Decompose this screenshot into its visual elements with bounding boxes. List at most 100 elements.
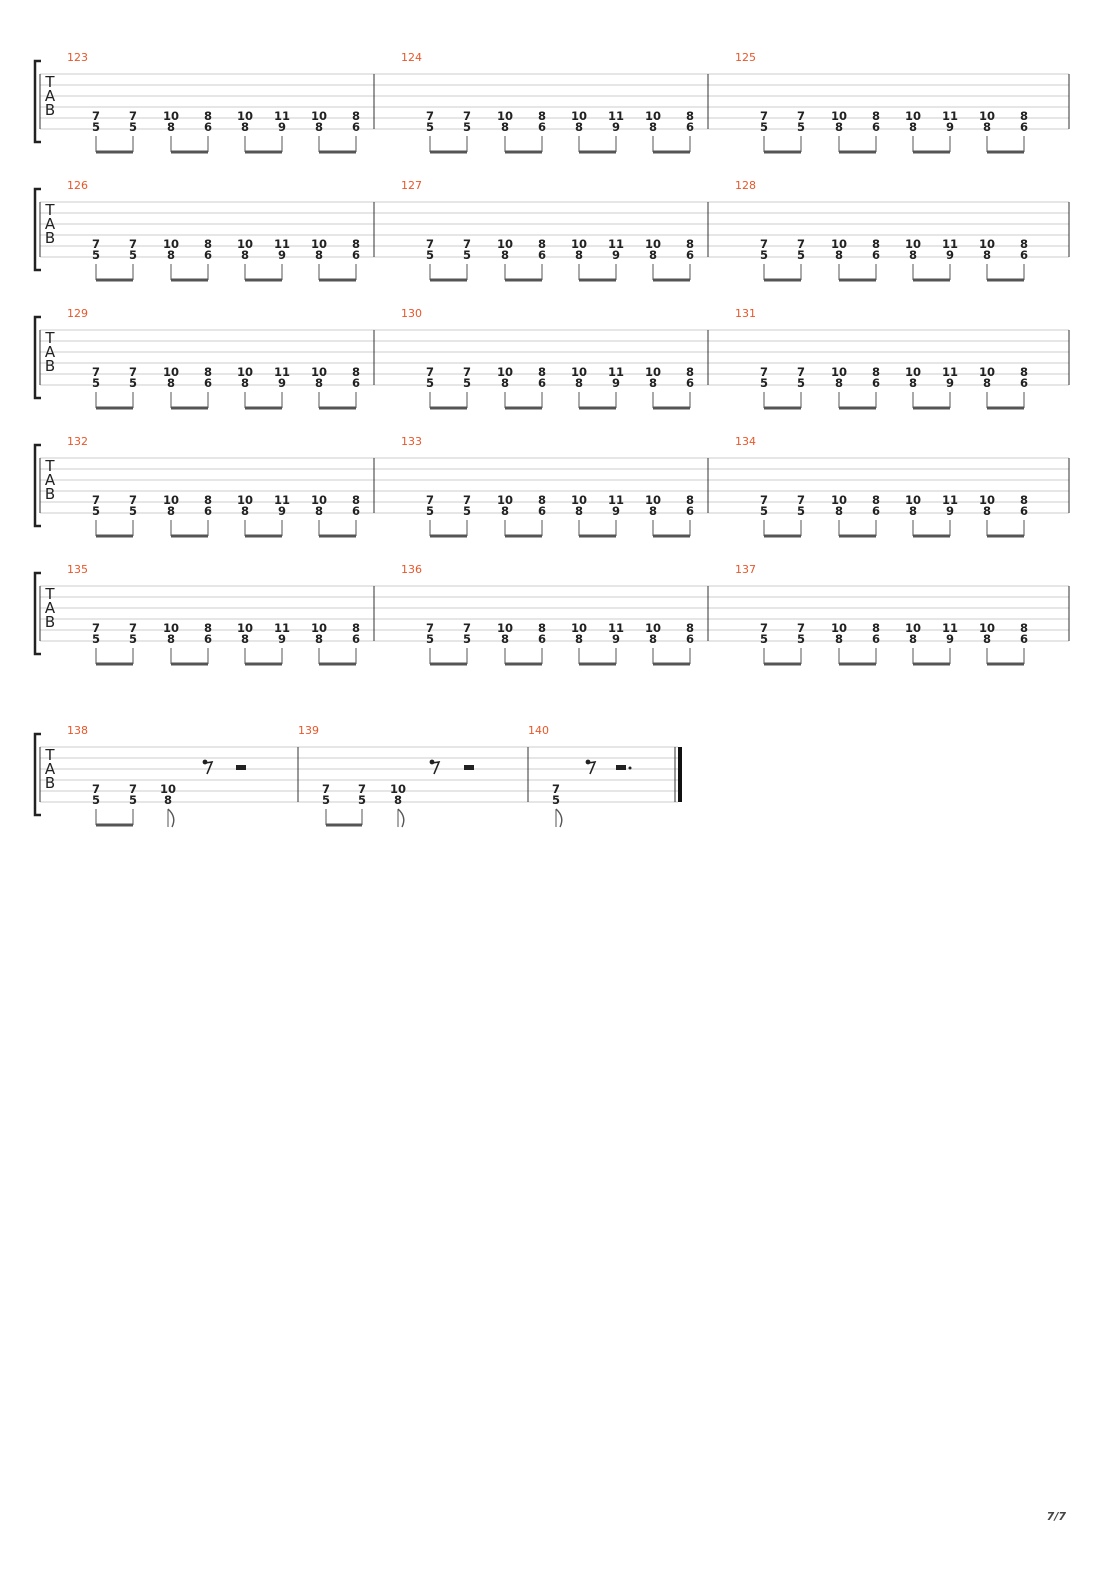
- fret-number: 9: [278, 504, 286, 518]
- fret-number: 7: [760, 365, 768, 379]
- tab-clef-letter: T: [44, 73, 55, 91]
- fret-number: 8: [649, 120, 657, 134]
- fret-number: 10: [311, 365, 327, 379]
- tab-system: TAB1327575108861081191088613375751088610…: [33, 435, 1070, 538]
- fret-number: 7: [129, 493, 137, 507]
- fret-number: 10: [237, 365, 253, 379]
- eighth-rest: [204, 761, 214, 775]
- fret-number: 7: [463, 365, 471, 379]
- measure-number: 125: [735, 51, 756, 64]
- measure-number: 139: [298, 724, 319, 737]
- fret-number: 10: [831, 493, 847, 507]
- half-rest: [464, 765, 474, 770]
- fret-number: 7: [463, 493, 471, 507]
- fret-number: 11: [942, 621, 958, 635]
- fret-number: 8: [983, 120, 991, 134]
- fret-number: 8: [241, 632, 249, 646]
- fret-number: 8: [167, 248, 175, 262]
- fret-number: 6: [1020, 632, 1028, 646]
- fret-number: 10: [497, 365, 513, 379]
- tab-clef-letter: T: [44, 457, 55, 475]
- fret-number: 8: [686, 237, 694, 251]
- fret-number: 10: [497, 237, 513, 251]
- fret-number: 6: [352, 632, 360, 646]
- fret-number: 11: [608, 109, 624, 123]
- measure-number: 138: [67, 724, 88, 737]
- fret-number: 8: [835, 248, 843, 262]
- fret-number: 5: [426, 248, 434, 262]
- system-bracket: [33, 571, 41, 656]
- fret-number: 8: [538, 493, 546, 507]
- fret-number: 8: [501, 376, 509, 390]
- fret-number: 11: [274, 621, 290, 635]
- note-flag: [167, 808, 175, 828]
- tab-clef-letter: A: [45, 599, 56, 617]
- fret-number: 8: [1020, 237, 1028, 251]
- note-flag: [397, 808, 405, 828]
- fret-number: 5: [129, 248, 137, 262]
- fret-number: 5: [358, 793, 366, 807]
- fret-number: 10: [831, 237, 847, 251]
- fret-number: 11: [608, 493, 624, 507]
- fret-number: 6: [1020, 120, 1028, 134]
- fret-number: 5: [129, 793, 137, 807]
- fret-number: 8: [352, 621, 360, 635]
- measure-number: 130: [401, 307, 422, 320]
- fret-number: 9: [612, 632, 620, 646]
- fret-number: 5: [797, 376, 805, 390]
- fret-number: 7: [463, 109, 471, 123]
- fret-number: 9: [946, 376, 954, 390]
- fret-number: 6: [538, 376, 546, 390]
- fret-number: 7: [797, 237, 805, 251]
- fret-number: 7: [426, 237, 434, 251]
- fret-number: 10: [237, 109, 253, 123]
- fret-number: 8: [204, 493, 212, 507]
- fret-number: 10: [905, 621, 921, 635]
- measure-number: 132: [67, 435, 88, 448]
- fret-number: 7: [92, 109, 100, 123]
- fret-number: 5: [797, 248, 805, 262]
- fret-number: 8: [1020, 109, 1028, 123]
- final-barline-thick: [678, 747, 682, 802]
- fret-number: 10: [905, 365, 921, 379]
- fret-number: 8: [167, 632, 175, 646]
- fret-number: 5: [463, 376, 471, 390]
- fret-number: 10: [571, 365, 587, 379]
- tab-clef-letter: A: [45, 760, 56, 778]
- fret-number: 8: [649, 504, 657, 518]
- fret-number: 10: [390, 782, 406, 796]
- fret-number: 8: [1020, 493, 1028, 507]
- fret-number: 7: [797, 365, 805, 379]
- fret-number: 8: [983, 504, 991, 518]
- fret-number: 7: [760, 237, 768, 251]
- fret-number: 8: [575, 504, 583, 518]
- fret-number: 8: [204, 621, 212, 635]
- fret-number: 10: [905, 237, 921, 251]
- system-bracket: [33, 315, 41, 400]
- tab-clef-letter: T: [44, 201, 55, 219]
- fret-number: 8: [501, 248, 509, 262]
- fret-number: 5: [426, 504, 434, 518]
- fret-number: 10: [831, 365, 847, 379]
- system-bracket: [33, 443, 41, 528]
- fret-number: 6: [872, 248, 880, 262]
- fret-number: 6: [686, 504, 694, 518]
- fret-number: 9: [946, 248, 954, 262]
- fret-number: 8: [167, 376, 175, 390]
- fret-number: 6: [872, 504, 880, 518]
- tab-clef-letter: T: [44, 746, 55, 764]
- fret-number: 7: [760, 493, 768, 507]
- tab-system: TAB1237575108861081191088612475751088610…: [33, 51, 1070, 154]
- fret-number: 6: [204, 632, 212, 646]
- fret-number: 9: [946, 504, 954, 518]
- fret-number: 11: [274, 365, 290, 379]
- fret-number: 7: [92, 493, 100, 507]
